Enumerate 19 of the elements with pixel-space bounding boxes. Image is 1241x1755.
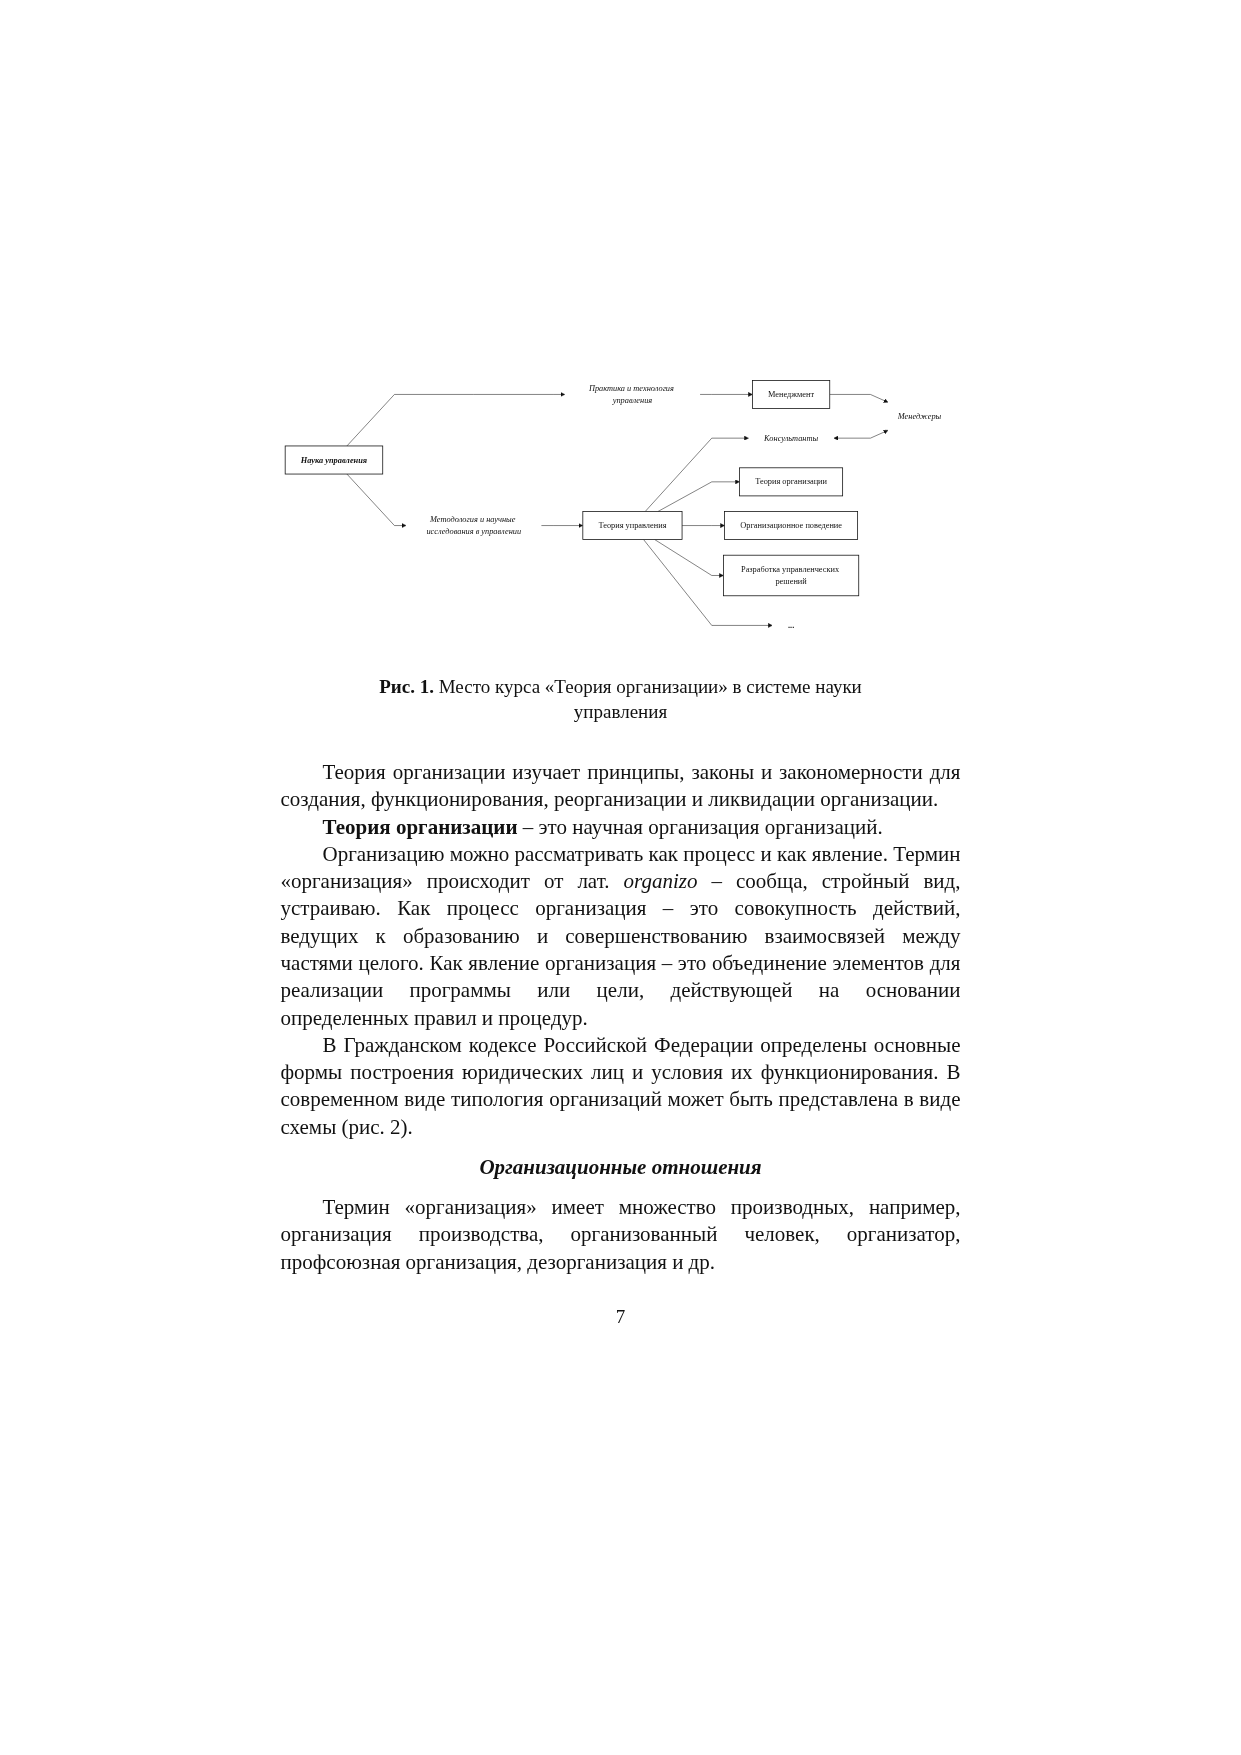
node-box: Теория управления (581, 511, 682, 540)
section-heading: Организационные отношения (478, 1155, 763, 1181)
node-box: Менеджмент (751, 380, 830, 409)
node-box: Разработка управленческих решений (722, 554, 859, 597)
node-box: Наука управления (284, 445, 383, 475)
node-text: Менеджеры (897, 411, 941, 421)
node-text: Консультанты (763, 433, 818, 443)
page-number: 7 (614, 1305, 627, 1328)
node-text: ... (787, 620, 794, 630)
body-paragraph: Термин «организация» имеет множество производных, например, организация производства, организованный человек, организатор, профсоюзная организация, дезорганизация и др. (280, 1194, 961, 1276)
node-box: Теория организации (738, 467, 843, 497)
node-text: Методология и научные исследования в управлении (425, 514, 521, 536)
body-paragraph: Теория организации изучает принципы, законы и закономерности для создания, функционирования, реорганизации и ликвидации организации. (280, 758, 961, 814)
node-box: Организационное поведение (723, 511, 858, 540)
body-paragraph: Организацию можно рассматривать как процесс и как явление. Термин «организация» происходит от лат. organizo – сообща, стройный вид, устраиваю. Как процесс организация – это совокупность действий, ведущих к образованию и совершенствованию взаимосвязей между частями целого. Как явление организация – это объединение элементов для реализации программы или цели, действующей на основании определенных правил и процедур. (280, 840, 961, 1032)
body-paragraph: Теория организации – это научная организация организаций. (321, 813, 884, 841)
figure-caption: Рис. 1. Место курса «Теория организации» в системе науки управления (378, 674, 863, 725)
node-text: Практика и технология управления (588, 383, 674, 405)
body-paragraph: В Гражданском кодексе Российской Федерации определены основные формы построения юридических лиц и условия их функционирования. В современном виде типология организаций может быть представлена в виде схемы (рис. 2). (280, 1031, 961, 1141)
